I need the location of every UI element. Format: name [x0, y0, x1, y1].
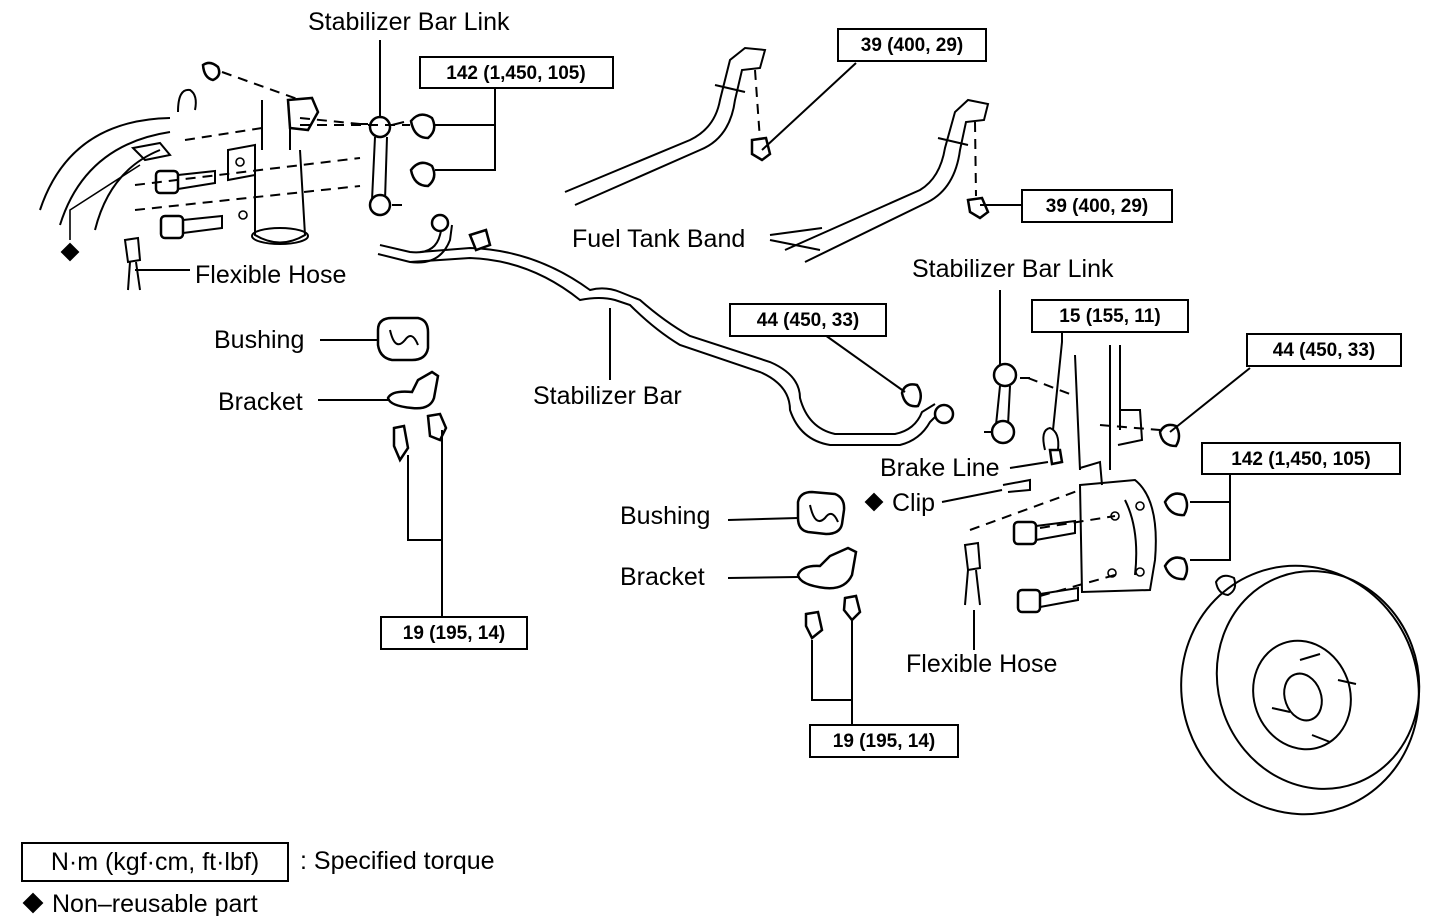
torque-value: 19 (195, 14)	[403, 623, 505, 644]
diamond-icon	[22, 892, 44, 914]
left-bolts	[130, 141, 223, 240]
stabilizer-bar-part	[377, 213, 955, 446]
bushing-label-left: Bushing	[214, 326, 304, 354]
torque-value: 142 (1,450, 105)	[1231, 449, 1370, 470]
torque-value: 39 (400, 29)	[1046, 196, 1148, 217]
torque-box-142-left: 142 (1,450, 105)	[419, 56, 614, 89]
stabilizer-bar-link-label-left: Stabilizer Bar Link	[308, 8, 510, 36]
stabilizer-bar-label: Stabilizer Bar	[533, 382, 682, 410]
left-bushing-part	[376, 316, 430, 362]
stabilizer-bar-link-label-right: Stabilizer Bar Link	[912, 255, 1114, 283]
right-brake-line-parts	[963, 426, 1064, 606]
bracket-label-right: Bracket	[620, 563, 705, 591]
torque-box-142-right: 142 (1,450, 105)	[1201, 442, 1401, 475]
bracket-label-left: Bracket	[218, 388, 303, 416]
torque-box-19-right: 19 (195, 14)	[809, 724, 959, 758]
brake-line-label: Brake Line	[880, 454, 1000, 482]
torque-value: 142 (1,450, 105)	[446, 63, 585, 84]
right-shock-absorber	[1074, 345, 1144, 486]
right-stabilizer-link	[984, 362, 1030, 445]
fuel-tank-band-upper	[564, 46, 772, 206]
left-bracket-part	[386, 370, 448, 463]
nut-part	[900, 383, 922, 408]
torque-box-15: 15 (155, 11)	[1031, 299, 1189, 333]
clip-label: Clip	[892, 489, 935, 517]
torque-box-44-right: 44 (450, 33)	[1246, 333, 1402, 367]
flexible-hose-label-left: Flexible Hose	[195, 261, 346, 289]
flexible-hose-label-right: Flexible Hose	[906, 650, 1057, 678]
right-bracket-part	[796, 546, 862, 640]
right-dashed-guides	[969, 377, 1161, 597]
torque-box-44-mid: 44 (450, 33)	[729, 303, 887, 337]
left-stabilizer-link	[356, 113, 436, 217]
fuel-tank-band-label: Fuel Tank Band	[572, 225, 745, 253]
leader-lines	[135, 40, 1251, 725]
fuel-tank-band-lower	[784, 98, 990, 263]
legend-nonreusable-text: Non–reusable part	[52, 890, 258, 916]
left-shock-absorber	[227, 100, 309, 245]
torque-value: 19 (195, 14)	[833, 731, 935, 752]
right-bushing-part	[796, 490, 846, 536]
right-knuckle	[1078, 478, 1157, 594]
torque-box-39-top: 39 (400, 29)	[837, 28, 987, 62]
left-brake-drum	[39, 117, 171, 231]
torque-value: 39 (400, 29)	[861, 35, 963, 56]
torque-value: 44 (450, 33)	[1273, 340, 1375, 361]
torque-value: 44 (450, 33)	[757, 310, 859, 331]
left-small-parts	[123, 61, 320, 291]
diamond-icon	[864, 492, 884, 512]
legend-torque-box	[21, 842, 289, 882]
legend: N·m (kgf·cm, ft·lbf) : Specified torque …	[21, 842, 495, 916]
diamond-icon	[60, 242, 80, 262]
nut-part	[468, 228, 492, 252]
torque-value: 15 (155, 11)	[1059, 306, 1160, 327]
leader-line	[69, 164, 141, 240]
right-brake-drum	[1180, 564, 1421, 816]
left-dashed-guides	[134, 71, 410, 211]
torque-box-19-left: 19 (195, 14)	[380, 616, 528, 650]
legend-torque-desc: : Specified torque	[300, 847, 495, 875]
legend-torque-units: N·m (kgf·cm, ft·lbf)	[51, 848, 259, 876]
right-bolts	[1012, 423, 1189, 614]
torque-box-39-right: 39 (400, 29)	[1021, 189, 1173, 223]
bushing-label-right: Bushing	[620, 502, 710, 530]
